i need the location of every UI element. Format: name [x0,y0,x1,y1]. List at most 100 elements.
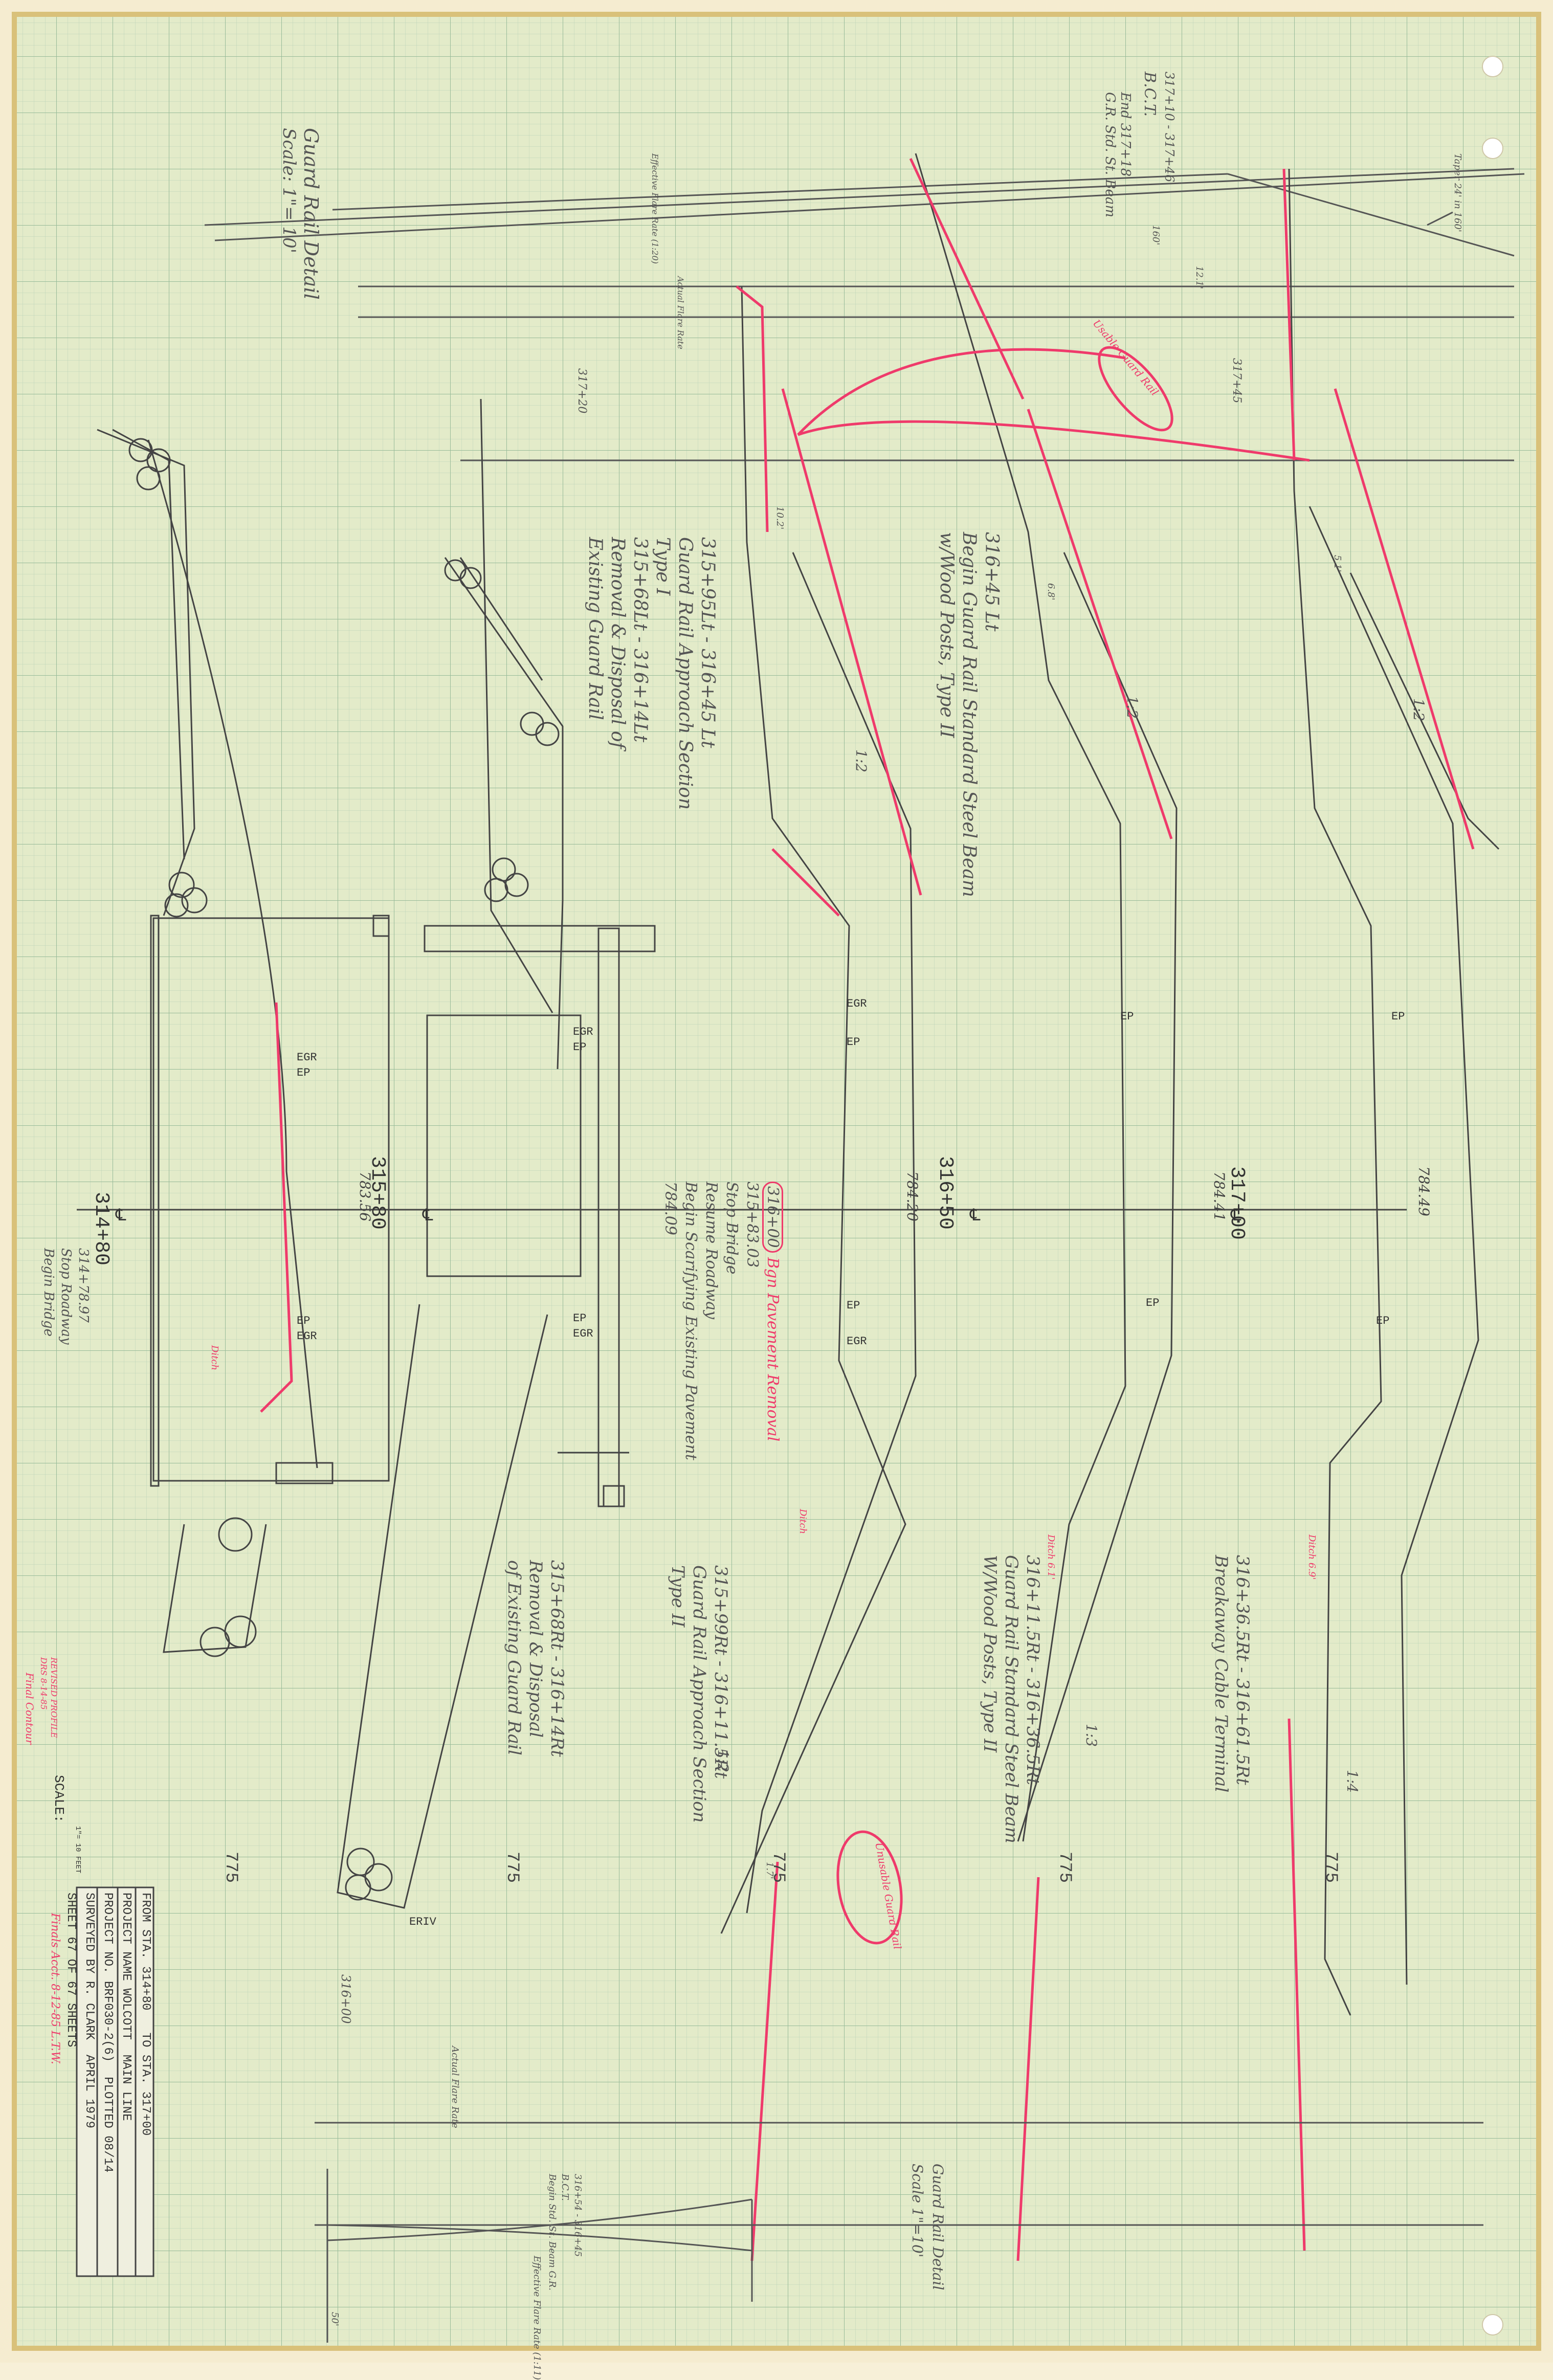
ep-label: EP [297,1066,310,1079]
sheet-border [12,12,1541,2351]
centerline-symbol: ℄ [116,1207,126,1226]
note-line: 784.09 [661,1182,679,1235]
note-begin-guard-rail: 316+45 Lt Begin Guard Rail Standard Stee… [935,532,1003,897]
red-ditch-note: Ditch [209,1345,220,1371]
red-ditch-note: Ditch 6.9' [1306,1534,1317,1580]
tb-surveyed-text: SURVEYED BY R. CLARK [82,1893,96,2040]
note-line: Stop Bridge [723,1182,741,1275]
note-breakaway-terminal: 316+36.5Rt - 316+61.5Rt Breakaway Cable … [1210,1555,1253,1792]
top-guard-rail-detail [204,168,1525,461]
top-end: End 317+18 [1118,92,1133,177]
note-line: W/Wood Posts, Type II [980,1555,1000,1753]
elevation-label: 775 [1321,1852,1340,1883]
top-station-range: 317+10 - 317+46 [1162,72,1177,183]
tb-to-text: TO STA. 317+00 [139,2032,152,2136]
note-line: Begin Guard Rail Standard Steel Beam [959,532,980,897]
scale-label: SCALE: [51,1775,66,1823]
elevation-label: 784.49 [1415,1166,1432,1216]
riprap [97,398,564,1909]
note-line: 314+78.97 [76,1248,91,1323]
note-station: 316+00 [762,1182,783,1253]
tb-from: FROM STA. 314+80 TO STA. 317+00 [139,1893,152,2136]
tb-final-note: Finals Acct. 8-12-85 L.T.W. [49,1913,61,2064]
note-line: Guard Rail Approach Section [675,537,696,810]
egr-label: EGR [297,1051,317,1064]
bottom-range: 316+54 - 316+45 [572,2174,583,2257]
revised-date-note: DRS 8-14-85 [39,1657,49,1710]
top-gr: G.R. Std. St. Beam [1102,92,1118,218]
bottom-station: 316+00 [339,1974,353,2024]
final-contour-note: Final Contour [24,1673,36,1745]
tb-project: PROJECT NAME WOLCOTT MAIN LINE [119,1893,133,2121]
note-line: Removal & Disposal of [607,537,628,749]
tb-project-no-text: PROJECT NO. BRF030-2(6) [101,1893,115,2062]
note-line: Type II [668,1565,688,1628]
note-line: 315+68Rt - 316+14Rt [547,1560,567,1757]
station-label: 316+50 [934,1156,957,1230]
bridge-abutments [150,915,656,1507]
ep-label: EP [573,1041,587,1054]
centerline-symbol: ℄ [1231,1207,1241,1226]
effective-flare-label: Effective Flare Rate (1:20) [650,153,660,264]
egr-label: EGR [847,1335,867,1348]
elevation-label: 775 [221,1852,240,1883]
dim-label: 50' [329,2312,340,2326]
note-line: Type I [652,537,673,596]
note-line: 315+95Lt - 316+45 Lt [697,537,718,748]
punch-hole [1482,138,1503,159]
centerline-symbol: ℄ [970,1207,981,1226]
dim-label: 12.1' [1194,266,1205,290]
note-red: Bgn Pavement Removal [764,1257,782,1442]
elevation-label: 784.20 [904,1171,921,1221]
tb-from-text: FROM STA. 314+80 [139,1893,152,2011]
dim-label: 6.8' [1046,583,1056,600]
dim-label: 1.7' [764,1862,775,1879]
note-removal-rt: 315+68Rt - 316+14Rt Removal & Disposal o… [503,1560,568,1757]
revised-profile-note: REVISED PROFILE [49,1657,59,1738]
egr-label: EGR [847,997,867,1010]
title-block [76,1886,154,2277]
bottom-actual: Actual Flare Rate [450,2046,460,2128]
note-line: of Existing Guard Rail [504,1560,524,1755]
slope-label: 1:2 [1410,698,1427,722]
tb-main-text: MAIN LINE [119,2054,133,2121]
tb-sheet: SHEET 67 OF 67 SHEETS [64,1893,78,2048]
note-line: Breakaway Cable Terminal [1211,1555,1231,1793]
note-line: 316+36.5Rt - 316+61.5Rt [1232,1555,1253,1785]
slope-label: 1:2 [715,1749,731,1773]
bottom-effective: Effective Flare Rate (1:11) [531,2256,542,2380]
note-line: Existing Guard Rail [585,537,606,720]
note-line: Begin Scarifying Existing Pavement [682,1182,700,1460]
dim-label: 160' [1150,225,1161,246]
centerline-symbol: ℄ [423,1207,433,1226]
note-line: Guard Rail Approach Section [689,1565,709,1823]
bottom-bct: B.C.T. [560,2174,570,2201]
ep-label: EP [847,1299,860,1312]
ep-label: EP [297,1315,310,1327]
red-markup [260,158,1475,2261]
dim-label: 10.2' [774,506,785,530]
station-note: 317+45 [1230,358,1243,404]
punch-hole [1482,56,1503,77]
note-line: 316+11.5Rt - 316+36.5Rt [1023,1555,1043,1785]
note-line: Guard Rail Standard Steel Beam [1001,1555,1022,1843]
tb-plotted-text: PLOTTED 08/14 [101,2077,115,2173]
station-label: 317+00 [1225,1166,1248,1240]
slope-label: 1:4 [1344,1770,1361,1793]
slope-label: 1:3 [1083,1724,1100,1747]
bottom-detail-scale: Scale 1"=10' [909,2164,926,2258]
ep-label: EP [847,1036,860,1049]
note-line: Resume Roadway [702,1182,720,1320]
note-stop-roadway: 314+78.97 Stop Roadway Begin Bridge [40,1248,92,1345]
note-line: Stop Roadway [58,1248,74,1345]
bottom-gr: Begin Std. St. Beam G.R. [547,2174,558,2291]
station-label: 314+80 [90,1192,113,1266]
note-line: Removal & Disposal [525,1560,546,1738]
tb-project-no: PROJECT NO. BRF030-2(6) PLOTTED 08/14 [101,1893,115,2172]
ep-label: EP [573,1312,587,1325]
note-steel-beam-rt: 316+11.5Rt - 316+36.5Rt Guard Rail Stand… [979,1555,1044,1843]
note-approach-rt: 315+99Rt - 316+11.5Rt Guard Rail Approac… [667,1565,731,1823]
ep-label: EP [1146,1297,1160,1309]
red-ditch-note: Ditch 6.1' [1046,1534,1056,1580]
